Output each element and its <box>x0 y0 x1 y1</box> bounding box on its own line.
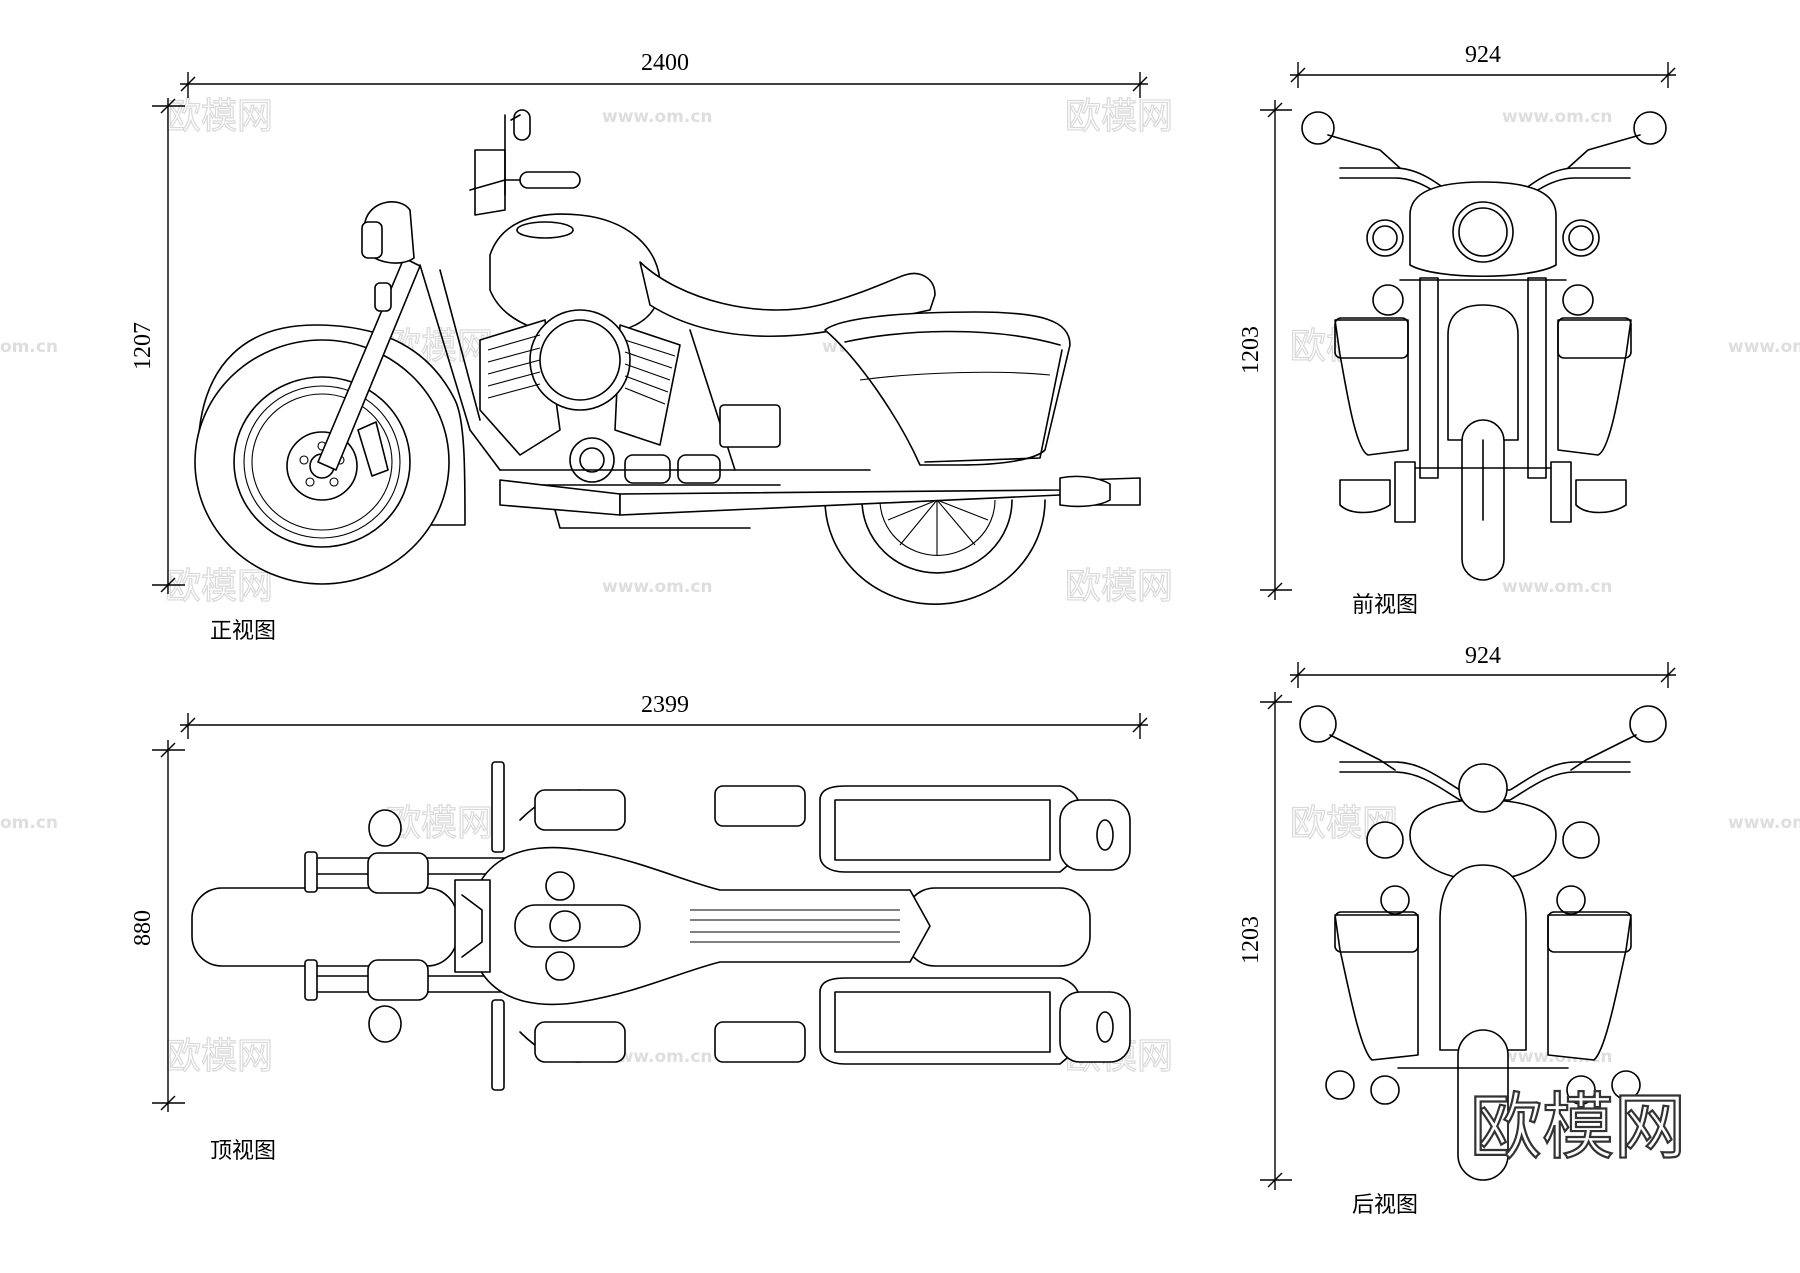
rear-view-motorcycle <box>1299 705 1667 1181</box>
top-fuel-tank <box>469 846 931 1006</box>
front-fender-front <box>1447 304 1519 441</box>
front-height-dimension: 1203 <box>1238 326 1264 374</box>
top-saddlebag-lower <box>714 977 1131 1065</box>
rear-right-mirror <box>1629 705 1667 743</box>
watermark-brand: 欧模网 <box>1065 96 1173 137</box>
watermark-url: www.om.cn <box>1502 107 1613 127</box>
rear-view-label: 后视图 <box>1352 1193 1418 1218</box>
watermark-brand: 欧模网 <box>165 566 273 607</box>
right-mirror <box>1633 111 1667 145</box>
rear-right-saddlebag <box>1547 914 1632 1061</box>
front-view-label: 前视图 <box>1352 593 1418 618</box>
rear-wheel <box>824 499 1046 606</box>
watermark-brand: 欧模网 <box>1065 566 1173 607</box>
left-mirror <box>1301 111 1335 145</box>
right-fork-tube <box>1527 277 1547 479</box>
seat <box>639 261 936 338</box>
brand-watermark-large: 欧模网 <box>1470 1085 1686 1169</box>
watermark-url: om.cn <box>0 813 58 833</box>
front-right-saddlebag <box>1557 319 1632 456</box>
side-view-motorcycle <box>194 109 1141 606</box>
watermark-url: www.om.cn <box>1728 337 1800 357</box>
watermark-url: www.om.cn <box>602 107 713 127</box>
air-filter <box>719 404 781 448</box>
top-view-motorcycle <box>191 761 1131 1091</box>
front-view-motorcycle <box>1301 111 1667 581</box>
handlebar <box>469 109 581 216</box>
rear-left-mirror <box>1299 705 1337 743</box>
saddlebag <box>824 311 1071 466</box>
rear-width-dimension: 924 <box>1465 643 1501 669</box>
watermark-brand: 欧模网 <box>165 1036 273 1077</box>
engine <box>479 309 721 484</box>
dimension-lines <box>152 62 1676 1190</box>
watermark-url: www.om.cn <box>602 1047 713 1067</box>
headlight <box>361 201 415 312</box>
watermark-url: om.cn <box>0 337 58 357</box>
front-width-dimension: 924 <box>1465 42 1501 68</box>
main-headlight <box>1452 201 1514 263</box>
front-left-saddlebag <box>1334 319 1409 456</box>
side-width-dimension: 2400 <box>641 50 689 76</box>
rear-height-dimension: 1203 <box>1238 916 1264 964</box>
top-height-dimension: 880 <box>130 910 156 946</box>
left-fork-tube <box>1419 277 1439 479</box>
rear-fender <box>1439 864 1527 1051</box>
rear-tank <box>1409 799 1557 881</box>
rear-tire <box>904 887 1091 967</box>
watermark-brand: 欧模网 <box>165 96 273 137</box>
watermark-url: www.om.cn <box>1728 813 1800 833</box>
watermark-brand: 欧模网 <box>385 803 493 844</box>
top-saddlebag-upper <box>714 785 1131 873</box>
top-width-dimension: 2399 <box>641 692 689 718</box>
side-view-label: 正视图 <box>210 619 276 644</box>
front-tire <box>191 887 458 967</box>
watermark-url: www.om.cn <box>1502 577 1613 597</box>
rear-left-saddlebag <box>1334 914 1419 1061</box>
side-height-dimension: 1207 <box>130 322 156 370</box>
watermark-url: www.om.cn <box>602 577 713 597</box>
exhaust-pipe <box>499 475 1141 529</box>
top-handlebar <box>304 761 626 1091</box>
top-view-label: 顶视图 <box>210 1139 276 1164</box>
